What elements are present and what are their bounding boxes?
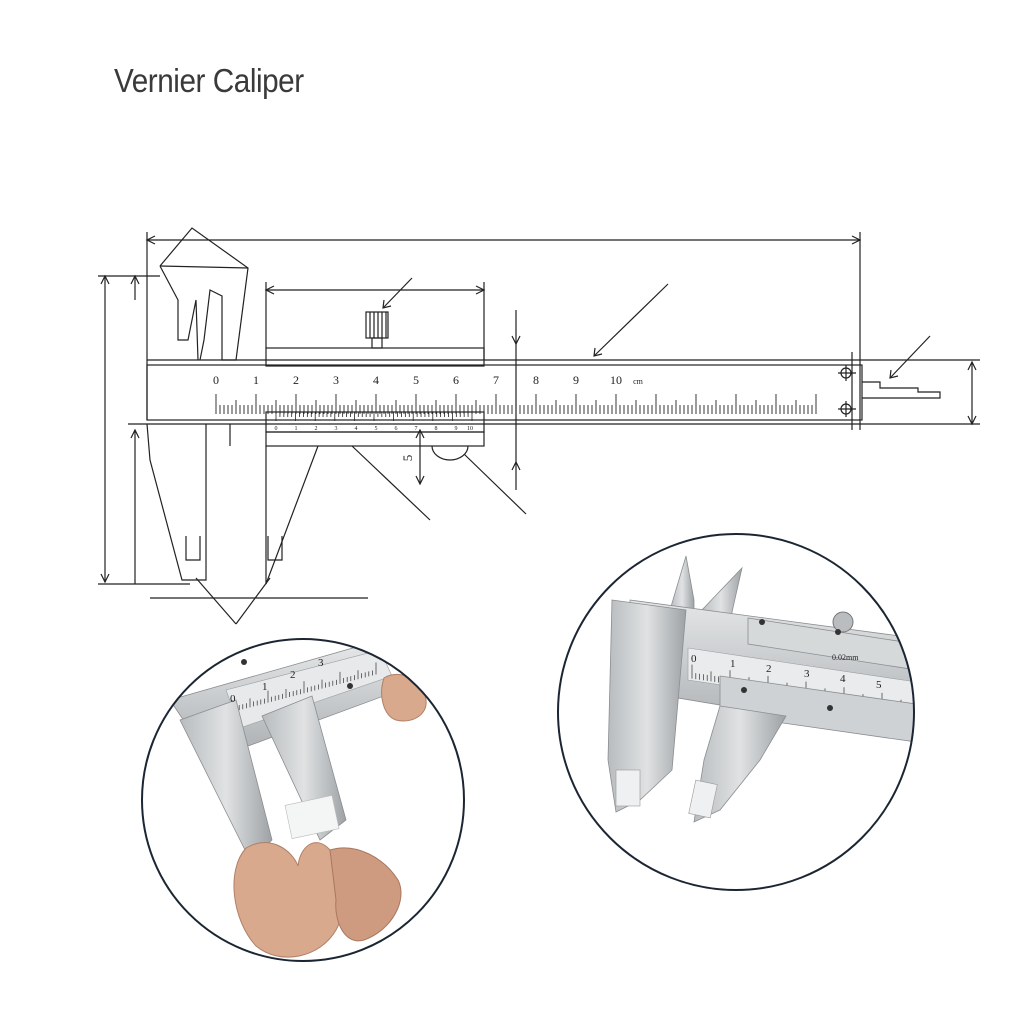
main-scale-number: 6 bbox=[453, 373, 459, 387]
photo-left-number: 0 bbox=[230, 693, 236, 705]
photo-right-frame bbox=[557, 533, 915, 891]
vernier-number: 2 bbox=[315, 426, 318, 432]
photo-right-precision: 0.02mm bbox=[832, 653, 859, 662]
vernier-number: 0 bbox=[275, 426, 278, 432]
page-title: Vernier Caliper bbox=[114, 62, 304, 99]
depth-dimension-label: 5 bbox=[400, 455, 415, 462]
main-scale-number: 3 bbox=[333, 373, 339, 387]
main-scale-number: 5 bbox=[413, 373, 419, 387]
photo-right-scale-numbers: 0 1 2 3 4 5 0.02mm bbox=[691, 653, 882, 691]
photo-left-scale-numbers: 0 1 2 3 bbox=[230, 657, 324, 705]
vernier-number: 5 bbox=[375, 426, 378, 432]
photo-left-frame bbox=[141, 638, 465, 962]
photo-right-number: 2 bbox=[766, 663, 772, 675]
main-scale-number: 1 bbox=[253, 373, 259, 387]
main-scale-number: 8 bbox=[533, 373, 539, 387]
main-scale-number: 4 bbox=[373, 373, 379, 387]
vernier-number: 7 bbox=[415, 426, 418, 432]
caliper-photo-left: 0 1 2 3 bbox=[142, 639, 464, 961]
photo-left-number: 3 bbox=[318, 657, 324, 669]
photo-right-number: 0 bbox=[691, 653, 697, 665]
caliper-photo-right: 0 1 2 3 4 5 0.02mm bbox=[558, 534, 914, 890]
photo-right-number: 5 bbox=[876, 679, 882, 691]
main-scale-number: 9 bbox=[573, 373, 579, 387]
main-scale-number: 2 bbox=[293, 373, 299, 387]
main-scale-unit: cm bbox=[633, 377, 644, 386]
photo-left-number: 2 bbox=[290, 669, 296, 681]
photo-right-number: 3 bbox=[804, 668, 810, 680]
vernier-number: 10 bbox=[467, 426, 473, 432]
main-scale-number: 7 bbox=[493, 373, 499, 387]
main-scale-number: 10 bbox=[610, 373, 622, 387]
vernier-number: 4 bbox=[355, 426, 358, 432]
vernier-number: 9 bbox=[455, 426, 458, 432]
vernier-number: 6 bbox=[395, 426, 398, 432]
main-scale-ticks bbox=[215, 394, 817, 414]
photo-right-number: 1 bbox=[730, 658, 736, 670]
main-scale-numbers: 0 1 2 3 4 5 6 7 8 9 10 cm bbox=[213, 373, 644, 387]
vernier-scale-numbers: 0 1 2 3 4 5 6 7 8 9 10 bbox=[275, 426, 474, 432]
photo-right-number: 4 bbox=[840, 673, 846, 685]
vernier-number: 8 bbox=[435, 426, 438, 432]
vernier-scale-ticks bbox=[275, 412, 473, 421]
main-scale-number: 0 bbox=[213, 373, 219, 387]
vernier-number: 1 bbox=[295, 426, 298, 432]
vernier-number: 3 bbox=[335, 426, 338, 432]
photo-left-number: 1 bbox=[262, 681, 268, 693]
